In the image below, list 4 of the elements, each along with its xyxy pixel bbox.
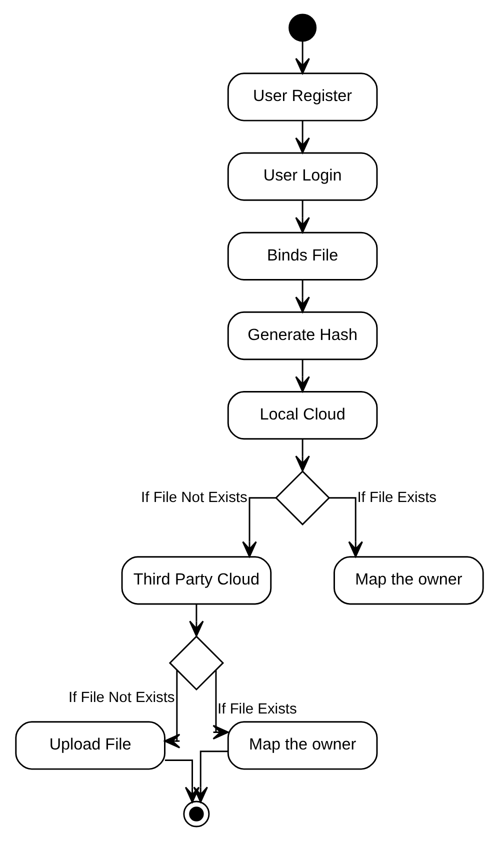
edge-label: If File Exists (217, 702, 296, 718)
edge-label: If File Not Exists (68, 690, 174, 706)
edge-label: If File Not Exists (140, 490, 247, 506)
edge-label: If File Exists (356, 490, 436, 506)
